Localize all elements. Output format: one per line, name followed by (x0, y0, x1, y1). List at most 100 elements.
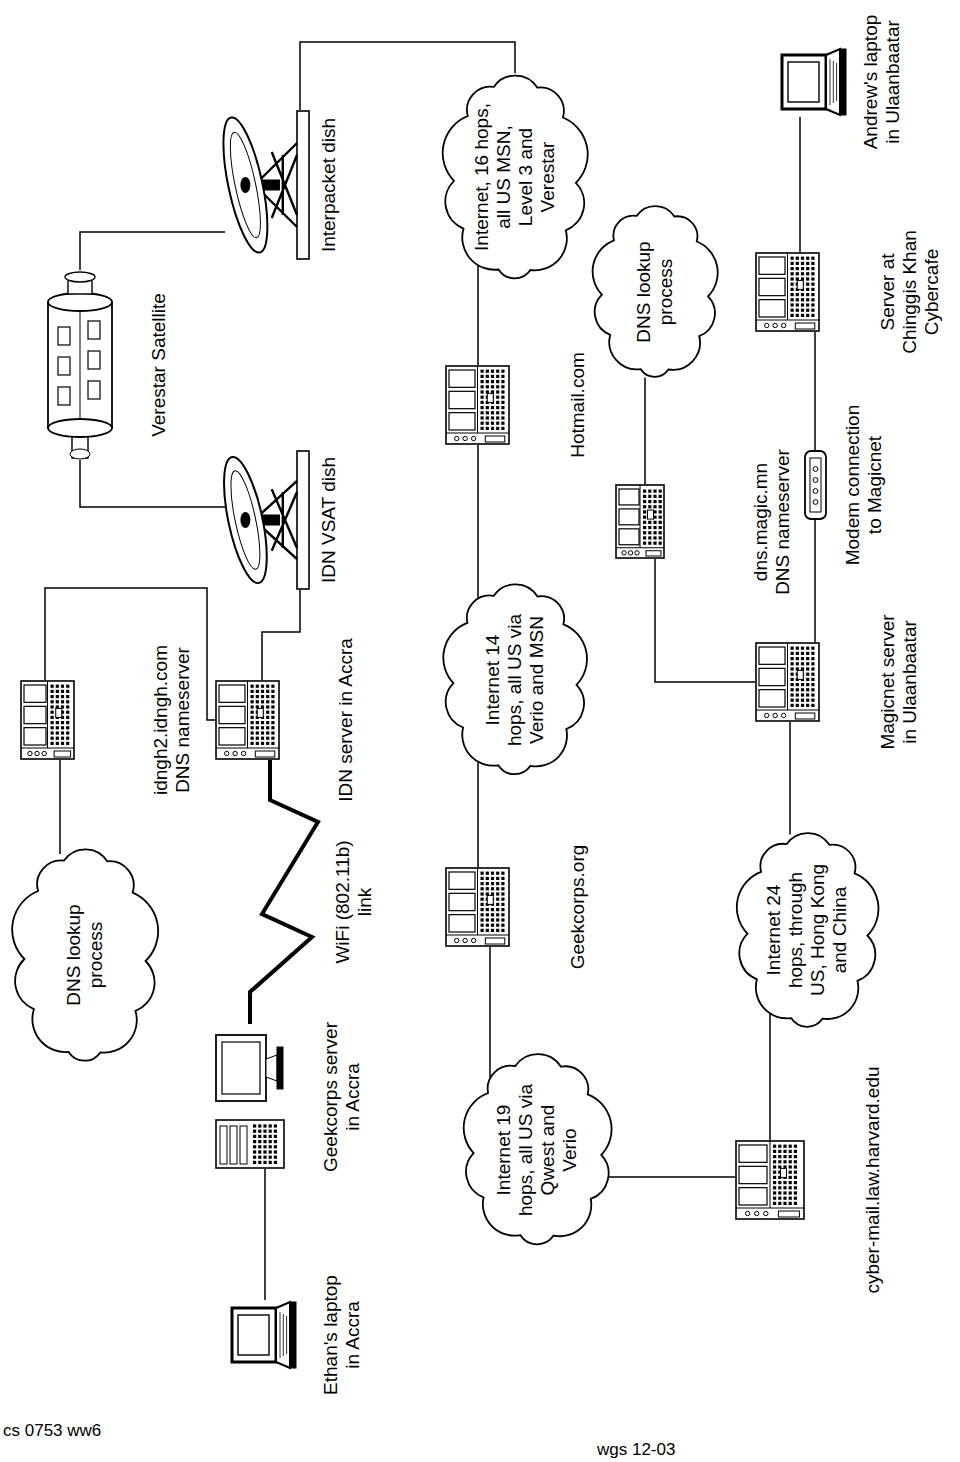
vent-cell (501, 390, 504, 393)
vent-cell (253, 1141, 256, 1144)
drive-bay (619, 509, 639, 525)
vent-cell (806, 277, 809, 280)
vent-cell (796, 314, 799, 317)
vent-cell (501, 929, 504, 932)
vent-cell (481, 427, 484, 430)
cloud-label: Internet, 16 hops, all US MSN, Level 3 a… (471, 102, 558, 252)
vent-cell (491, 929, 494, 932)
connector (262, 590, 300, 680)
server-knob (765, 323, 769, 327)
vent-cell (791, 314, 794, 317)
modem-light (813, 489, 818, 494)
drive-bay (619, 490, 639, 506)
vent-cell (801, 303, 804, 306)
vent-cell (258, 1135, 261, 1138)
vent-cell (796, 262, 799, 265)
vent-cell (648, 495, 651, 498)
connector (644, 377, 646, 484)
server-icon (755, 252, 820, 332)
vent-cell (266, 721, 269, 724)
vent-cell (811, 314, 814, 317)
vent-cell (501, 401, 504, 404)
vent-cell (481, 411, 484, 414)
vent-cell (796, 652, 799, 655)
vent-cell (801, 314, 804, 317)
drive-bay (219, 728, 245, 745)
vent-cell (648, 532, 651, 535)
vent-cell (271, 685, 274, 688)
vent-cell (801, 298, 804, 301)
vent-cell (811, 272, 814, 275)
vent-cell (806, 309, 809, 312)
server-knob (745, 1211, 749, 1215)
vent-cell (791, 693, 794, 696)
dish-rim (225, 469, 266, 572)
dish-feed (240, 512, 250, 528)
vent-cell (648, 542, 651, 545)
vent-cell (811, 683, 814, 686)
vent-cell (261, 700, 264, 703)
vent-cell (794, 1197, 797, 1200)
vent-cell (266, 731, 269, 734)
cloud-text-group: Internet 14 hops, all US via Verio and M… (482, 613, 548, 748)
connector (489, 947, 491, 1078)
vent-cell (253, 1135, 256, 1138)
vent-cell (643, 516, 646, 519)
server-icon (735, 1140, 805, 1220)
vent-cell (256, 726, 259, 729)
vent-cell (796, 257, 799, 260)
vent-cell (789, 1165, 792, 1168)
vent-cell (794, 1145, 797, 1148)
server-foot (778, 1211, 799, 1217)
keyboard-row (833, 61, 834, 103)
vent-cell (253, 1156, 256, 1159)
vent-cell (796, 683, 799, 686)
vent-cell (274, 1141, 277, 1144)
vent-cell (253, 1161, 256, 1164)
modem-light (813, 500, 818, 505)
vent-cell (801, 662, 804, 665)
vent-cell (496, 396, 499, 399)
node-label-group: dns.magic.mn DNS nameserver (750, 445, 794, 599)
vent-cell (773, 1160, 776, 1163)
dish-feed (240, 177, 250, 193)
vent-cell (251, 711, 254, 714)
vent-cell (811, 277, 814, 280)
modem-case (805, 451, 826, 519)
vent-cell (496, 427, 499, 430)
tower-icon (215, 1025, 285, 1170)
vent-cell (486, 918, 489, 921)
drive-bay (240, 1127, 247, 1165)
vent-cell (811, 293, 814, 296)
drive-bay (24, 685, 46, 702)
vent-cell (261, 690, 264, 693)
vent-cell (811, 678, 814, 681)
vent-cell (481, 385, 484, 388)
vent-cell (66, 737, 69, 740)
vent-cell (659, 526, 662, 529)
dish-icon (225, 110, 310, 260)
tower-case (216, 1121, 284, 1169)
server-display (648, 511, 654, 520)
server-node: dns.magic.mn DNS nameserver (615, 485, 665, 560)
vent-cell (263, 1151, 266, 1154)
network-cloud: DNS lookup process (10, 840, 160, 1070)
node-label: Modem connection to Magicnet (842, 401, 886, 569)
server-display (257, 708, 263, 717)
satellite-end (48, 293, 112, 311)
vent-cell (251, 700, 254, 703)
vent-cell (643, 495, 646, 498)
vent-cell (648, 521, 651, 524)
vent-cell (274, 1146, 277, 1149)
vent-cell (801, 257, 804, 260)
vent-cell (783, 1145, 786, 1148)
vent-cell (496, 882, 499, 885)
drive-bay (759, 647, 785, 664)
vent-cell (486, 929, 489, 932)
vent-cell (806, 262, 809, 265)
network-cloud: Internet, 16 hops, all US MSN, Level 3 a… (440, 67, 590, 287)
vent-cell (648, 537, 651, 540)
vent-cell (271, 711, 274, 714)
vent-cell (811, 303, 814, 306)
vent-cell (789, 1202, 792, 1205)
